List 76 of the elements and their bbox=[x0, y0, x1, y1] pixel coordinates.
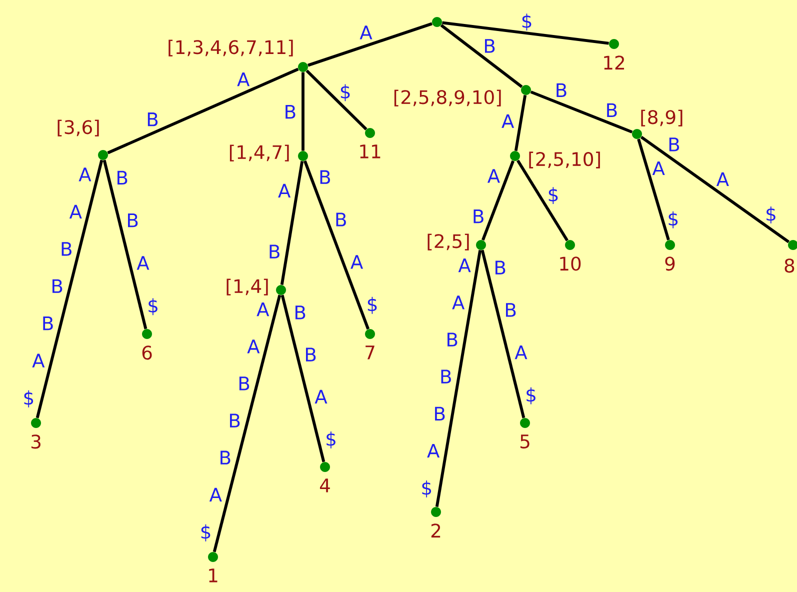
tree-node-dot bbox=[320, 462, 330, 472]
tree-node-dot bbox=[521, 85, 531, 95]
tree-node-dot bbox=[476, 240, 486, 250]
position-list: [2,5] bbox=[428, 234, 469, 250]
edge-label: A A B B B A $ bbox=[24, 168, 92, 408]
tree-edge bbox=[482, 160, 514, 241]
leaf-number: 12 bbox=[604, 56, 624, 70]
edge-label: $ bbox=[548, 187, 558, 204]
edge-label: $ bbox=[522, 14, 532, 30]
tree-node-dot bbox=[142, 329, 152, 339]
tree-node-dot bbox=[298, 62, 308, 72]
tree-node-dot bbox=[276, 285, 286, 295]
tree-edge bbox=[435, 250, 482, 508]
edge-label: $ bbox=[340, 84, 350, 102]
tree-edge bbox=[308, 22, 432, 67]
leaf-number: 8 bbox=[784, 258, 794, 273]
tree-edge bbox=[640, 136, 790, 244]
leaf-number: 11 bbox=[360, 144, 380, 158]
tree-node-dot bbox=[31, 418, 41, 428]
position-list: [2,5,8,9,10] bbox=[394, 90, 501, 106]
position-list: [1,3,4,6,7,11] bbox=[168, 40, 293, 56]
tree-node-dot bbox=[208, 552, 218, 562]
tree-node-dot bbox=[565, 240, 575, 250]
tree-edge bbox=[280, 160, 304, 286]
tree-edge bbox=[306, 70, 368, 130]
position-list: [8,9] bbox=[641, 110, 682, 126]
tree-node-dot bbox=[432, 17, 442, 27]
leaf-number: 1 bbox=[209, 568, 218, 582]
tree-edge bbox=[107, 68, 299, 154]
leaf-number: 6 bbox=[142, 346, 152, 360]
tree-edge bbox=[514, 94, 527, 152]
edge-label: B B A $ bbox=[118, 170, 158, 316]
leaf-number: 5 bbox=[520, 434, 530, 448]
tree-node-dot bbox=[365, 329, 375, 339]
tree-edge bbox=[303, 160, 370, 330]
position-list: [1,4,7] bbox=[230, 144, 289, 162]
edge-label: B bbox=[485, 39, 495, 53]
position-list: [2,5,10] bbox=[529, 152, 600, 168]
tree-node-dot bbox=[98, 150, 108, 160]
leaf-number: 4 bbox=[320, 478, 330, 492]
leaf-number: 3 bbox=[32, 434, 40, 449]
edge-label: A bbox=[360, 26, 372, 40]
tree-node-dot bbox=[609, 39, 619, 49]
edge-label: A B bbox=[474, 169, 500, 224]
position-list: [3,6] bbox=[58, 120, 99, 136]
position-list: [1,4] bbox=[226, 278, 268, 296]
tree-node-dot bbox=[520, 418, 530, 428]
tree-edge bbox=[442, 21, 609, 45]
tree-edge bbox=[440, 24, 523, 88]
edge-label: A B bbox=[270, 184, 291, 258]
leaf-number: 7 bbox=[366, 346, 374, 360]
edge-label: A A B B B A $ bbox=[422, 258, 471, 498]
tree-node-dot bbox=[365, 128, 375, 138]
tree-node-dot bbox=[510, 151, 520, 161]
tree-node-dot bbox=[431, 507, 441, 517]
leaf-number: 2 bbox=[431, 524, 440, 538]
edge-label: B B A $ bbox=[496, 260, 536, 404]
tree-node-dot bbox=[298, 151, 308, 161]
tree-edge bbox=[36, 160, 104, 418]
leaf-number: 10 bbox=[560, 256, 581, 271]
edge-label: A bbox=[502, 114, 514, 128]
tree-edge bbox=[530, 90, 633, 134]
tree-edge bbox=[637, 138, 670, 240]
edge-label: B bbox=[286, 104, 296, 119]
tree-node-dot bbox=[632, 129, 642, 139]
edge-label: A B bbox=[148, 72, 250, 126]
edge-label: B B bbox=[556, 83, 617, 117]
tree-edge bbox=[302, 72, 304, 151]
tree-edge bbox=[516, 160, 568, 242]
tree-edge bbox=[280, 294, 326, 462]
edge-label: A A B B B A $ bbox=[201, 302, 270, 542]
tree-edge bbox=[212, 294, 282, 552]
tree-node-dot bbox=[665, 240, 675, 250]
tree-edge bbox=[480, 250, 526, 418]
leaf-number: 9 bbox=[665, 256, 675, 271]
tree-edge bbox=[102, 160, 148, 330]
